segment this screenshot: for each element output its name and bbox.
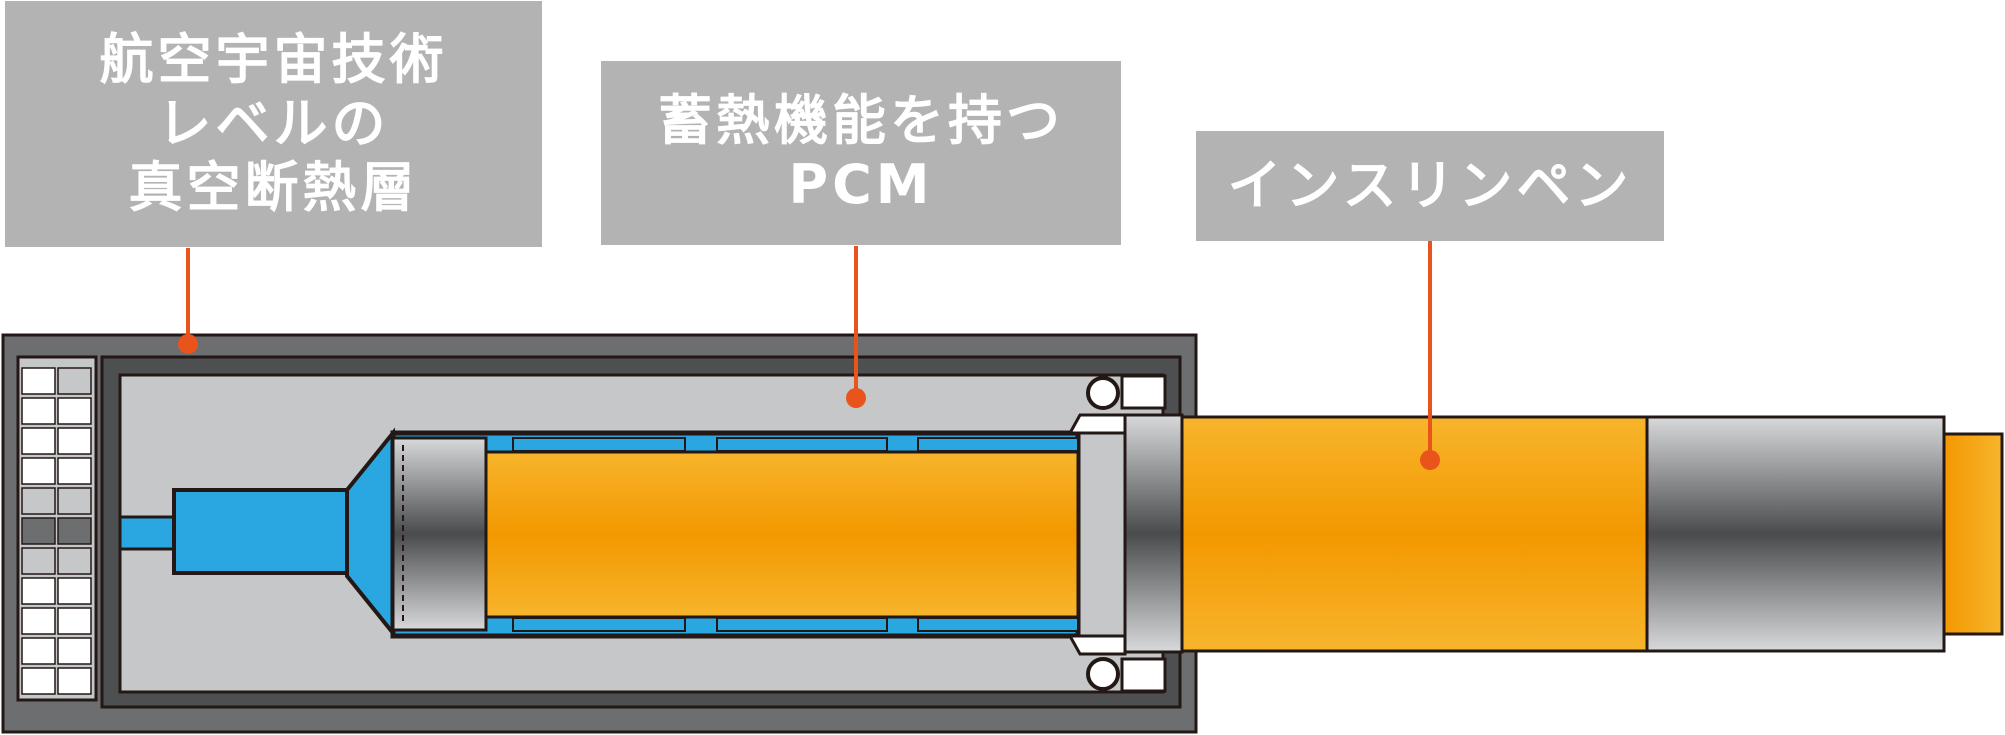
leader-lines <box>178 240 1440 470</box>
grid-cell <box>21 547 56 575</box>
grid-cell <box>57 577 92 605</box>
label-line: PCM <box>788 153 934 216</box>
label-vacuum-insulation: 航空宇宙技術 レベルの 真空断熱層 <box>5 1 542 247</box>
grid-cell <box>57 397 92 425</box>
seal-mechanism <box>1067 374 1184 693</box>
grid-cell <box>57 427 92 455</box>
grid-cell <box>21 367 56 395</box>
inner-tube <box>390 430 1081 639</box>
grid-cell <box>21 457 56 485</box>
grid-cell <box>21 577 56 605</box>
grid-cell <box>21 487 56 515</box>
grid-cell <box>57 667 92 695</box>
grid-cell <box>21 637 56 665</box>
grid-cell <box>57 637 92 665</box>
grid-cell <box>21 517 56 545</box>
label-line: 蓄熱機能を持つ <box>658 89 1064 152</box>
end-cap-grid <box>16 355 98 702</box>
grid-cell <box>57 457 92 485</box>
label-pcm: 蓄熱機能を持つ PCM <box>601 61 1121 245</box>
grid-cell <box>21 427 56 455</box>
label-line: 航空宇宙技術 <box>99 28 448 91</box>
grid-cell <box>21 667 56 695</box>
label-line: インスリンペン <box>1227 154 1633 217</box>
label-insulin-pen: インスリンペン <box>1196 131 1664 241</box>
grid-cell <box>21 607 56 635</box>
grid-cell <box>21 397 56 425</box>
grid-cell <box>57 487 92 515</box>
grid-cell <box>57 547 92 575</box>
grid-cell <box>57 517 92 545</box>
leader-dot-pcm <box>846 388 866 408</box>
label-line: 真空断熱層 <box>128 156 419 219</box>
grid-cell <box>57 367 92 395</box>
label-line: レベルの <box>157 92 390 155</box>
leader-dot-insulin <box>1420 450 1440 470</box>
grid-cell <box>57 607 92 635</box>
leader-dot-vacuum <box>178 334 198 354</box>
insulin-pen-body <box>1180 415 2004 653</box>
